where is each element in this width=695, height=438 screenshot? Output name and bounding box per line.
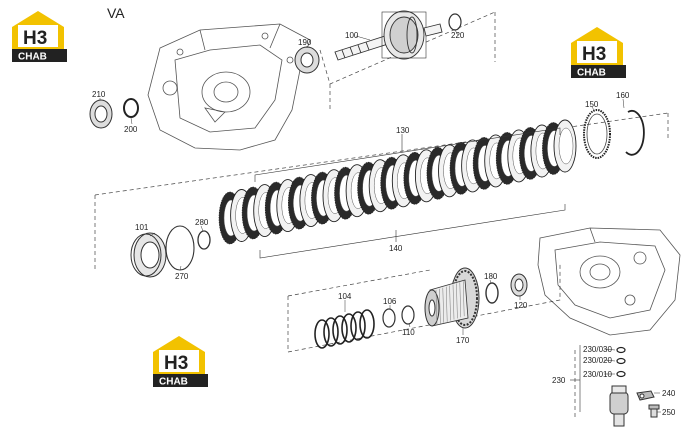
callout-110: 110 <box>402 328 415 337</box>
callout-230: 230 <box>552 376 566 385</box>
callout-200: 200 <box>124 125 138 134</box>
ring-110 <box>401 305 415 325</box>
callout-250: 250 <box>662 408 676 417</box>
clutch-plate-bore <box>558 127 574 165</box>
svg-text:H3: H3 <box>582 44 606 65</box>
view-label: VA <box>107 5 125 21</box>
callout-230-020: 230/020 <box>583 356 612 365</box>
callout-220: 220 <box>451 31 465 40</box>
svg-text:H3: H3 <box>23 28 47 49</box>
seal-ring <box>350 311 366 341</box>
seal-ring <box>359 309 375 339</box>
callout-210: 210 <box>92 90 106 99</box>
callout-101: 101 <box>135 223 149 232</box>
gear-spline-line <box>462 281 465 317</box>
seal-210 <box>89 99 113 129</box>
callout-190: 190 <box>298 38 312 47</box>
transmission-housing-lower <box>537 227 681 336</box>
gear-170 <box>424 267 480 329</box>
leader-lines <box>99 29 661 413</box>
gear-spline-line <box>452 284 455 320</box>
transmission-housing-upper <box>147 23 311 151</box>
plate-150 <box>583 109 611 159</box>
callout-104: 104 <box>338 292 352 301</box>
clip-240 <box>636 390 655 401</box>
watermark-logo-top-left: H3 CHAB <box>12 11 67 63</box>
ring-200 <box>123 98 139 118</box>
watermark-logo-top-right: H3 CHAB <box>571 27 626 79</box>
callout-170: 170 <box>456 336 470 345</box>
plate-pack-brackets <box>254 127 566 259</box>
kit-230 <box>570 345 629 427</box>
seal-ring <box>314 319 330 349</box>
callout-150: 150 <box>585 100 599 109</box>
callout-230-010: 230/010 <box>583 370 612 379</box>
callout-280: 280 <box>195 218 209 227</box>
callout-230-030: 230/030 <box>583 345 612 354</box>
bearing-120 <box>510 273 528 297</box>
callout-160: 160 <box>616 91 630 100</box>
seal-ring <box>341 313 357 343</box>
shaft-100 <box>334 10 443 61</box>
callout-180: 180 <box>484 272 498 281</box>
callout-240: 240 <box>662 389 676 398</box>
callout-106: 106 <box>383 297 397 306</box>
callout-140: 140 <box>389 244 403 253</box>
svg-text:CHAB: CHAB <box>577 68 606 79</box>
seal-ring <box>323 317 339 347</box>
callout-130: 130 <box>396 126 410 135</box>
svg-text:CHAB: CHAB <box>18 52 47 63</box>
gear-spline-line <box>449 285 451 321</box>
clutch-plate-pack <box>218 119 577 245</box>
screw-250 <box>648 404 660 418</box>
bearing-190 <box>294 46 320 74</box>
callout-100: 100 <box>345 31 359 40</box>
seal-ring <box>332 315 348 345</box>
end-plate-101 <box>130 232 167 278</box>
assembly-group-outlines <box>94 11 669 420</box>
ring-280 <box>197 230 211 250</box>
snap-ring-160 <box>625 109 645 156</box>
svg-text:CHAB: CHAB <box>159 377 188 388</box>
callout-labels: 100 220 190 210 200 130 150 160 101 280 … <box>92 31 676 417</box>
watermark-logo-bottom-left: H3 CHAB <box>153 336 208 388</box>
ring-180 <box>485 282 499 304</box>
seal-rings-104 <box>314 309 375 349</box>
gear-spline-line <box>445 286 448 322</box>
callout-120: 120 <box>514 301 528 310</box>
ring-220 <box>448 13 462 31</box>
gear-spline-line <box>442 287 445 323</box>
callout-270: 270 <box>175 272 189 281</box>
ring-106 <box>382 308 396 328</box>
gear-spline-line <box>439 288 441 324</box>
svg-text:H3: H3 <box>164 353 188 374</box>
ring-270 <box>165 225 195 271</box>
gear-spline-line <box>435 289 438 326</box>
gear-spline-line <box>459 282 462 318</box>
gear-spline-line <box>456 283 458 319</box>
